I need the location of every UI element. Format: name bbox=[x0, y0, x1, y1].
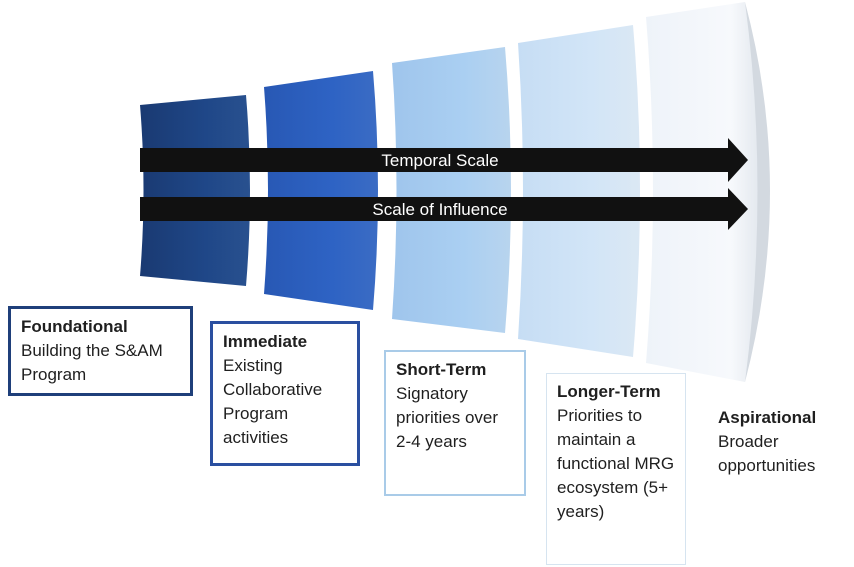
stage-short-term: Short-Term Signatory priorities over 2-4… bbox=[384, 350, 526, 496]
stage-aspirational: Aspirational Broader opportunities bbox=[708, 400, 848, 490]
segment-aspirational bbox=[646, 2, 768, 382]
stage-description: Existing Collaborative Program activitie… bbox=[223, 356, 323, 447]
segment-shortterm bbox=[392, 47, 511, 333]
stage-title: Aspirational bbox=[718, 408, 817, 427]
segment-longerterm bbox=[518, 25, 640, 357]
scale-of-influence-arrow: Scale of Influence bbox=[140, 188, 748, 230]
stage-title: Longer-Term bbox=[557, 382, 661, 401]
stage-description: Signatory priorities over 2-4 years bbox=[396, 384, 499, 451]
scale-of-influence-label: Scale of Influence bbox=[372, 200, 507, 219]
segment-foundational bbox=[140, 95, 250, 286]
stage-description: Priorities to maintain a functional MRG … bbox=[557, 406, 675, 521]
stage-description: Broader opportunities bbox=[718, 432, 816, 475]
stage-longer-term: Longer-Term Priorities to maintain a fun… bbox=[546, 373, 686, 565]
segment-aspirational-edge bbox=[745, 2, 770, 382]
stage-title: Immediate bbox=[223, 332, 308, 351]
stage-immediate: Immediate Existing Collaborative Program… bbox=[210, 321, 360, 466]
stage-title: Short-Term bbox=[396, 360, 487, 379]
stage-foundational: Foundational Building the S&AM Program bbox=[8, 306, 193, 396]
temporal-scale-label: Temporal Scale bbox=[381, 151, 498, 170]
stage-description: Building the S&AM Program bbox=[21, 341, 163, 384]
segment-immediate bbox=[264, 71, 378, 310]
stage-title: Foundational bbox=[21, 317, 128, 336]
temporal-scale-arrow: Temporal Scale bbox=[140, 138, 748, 182]
